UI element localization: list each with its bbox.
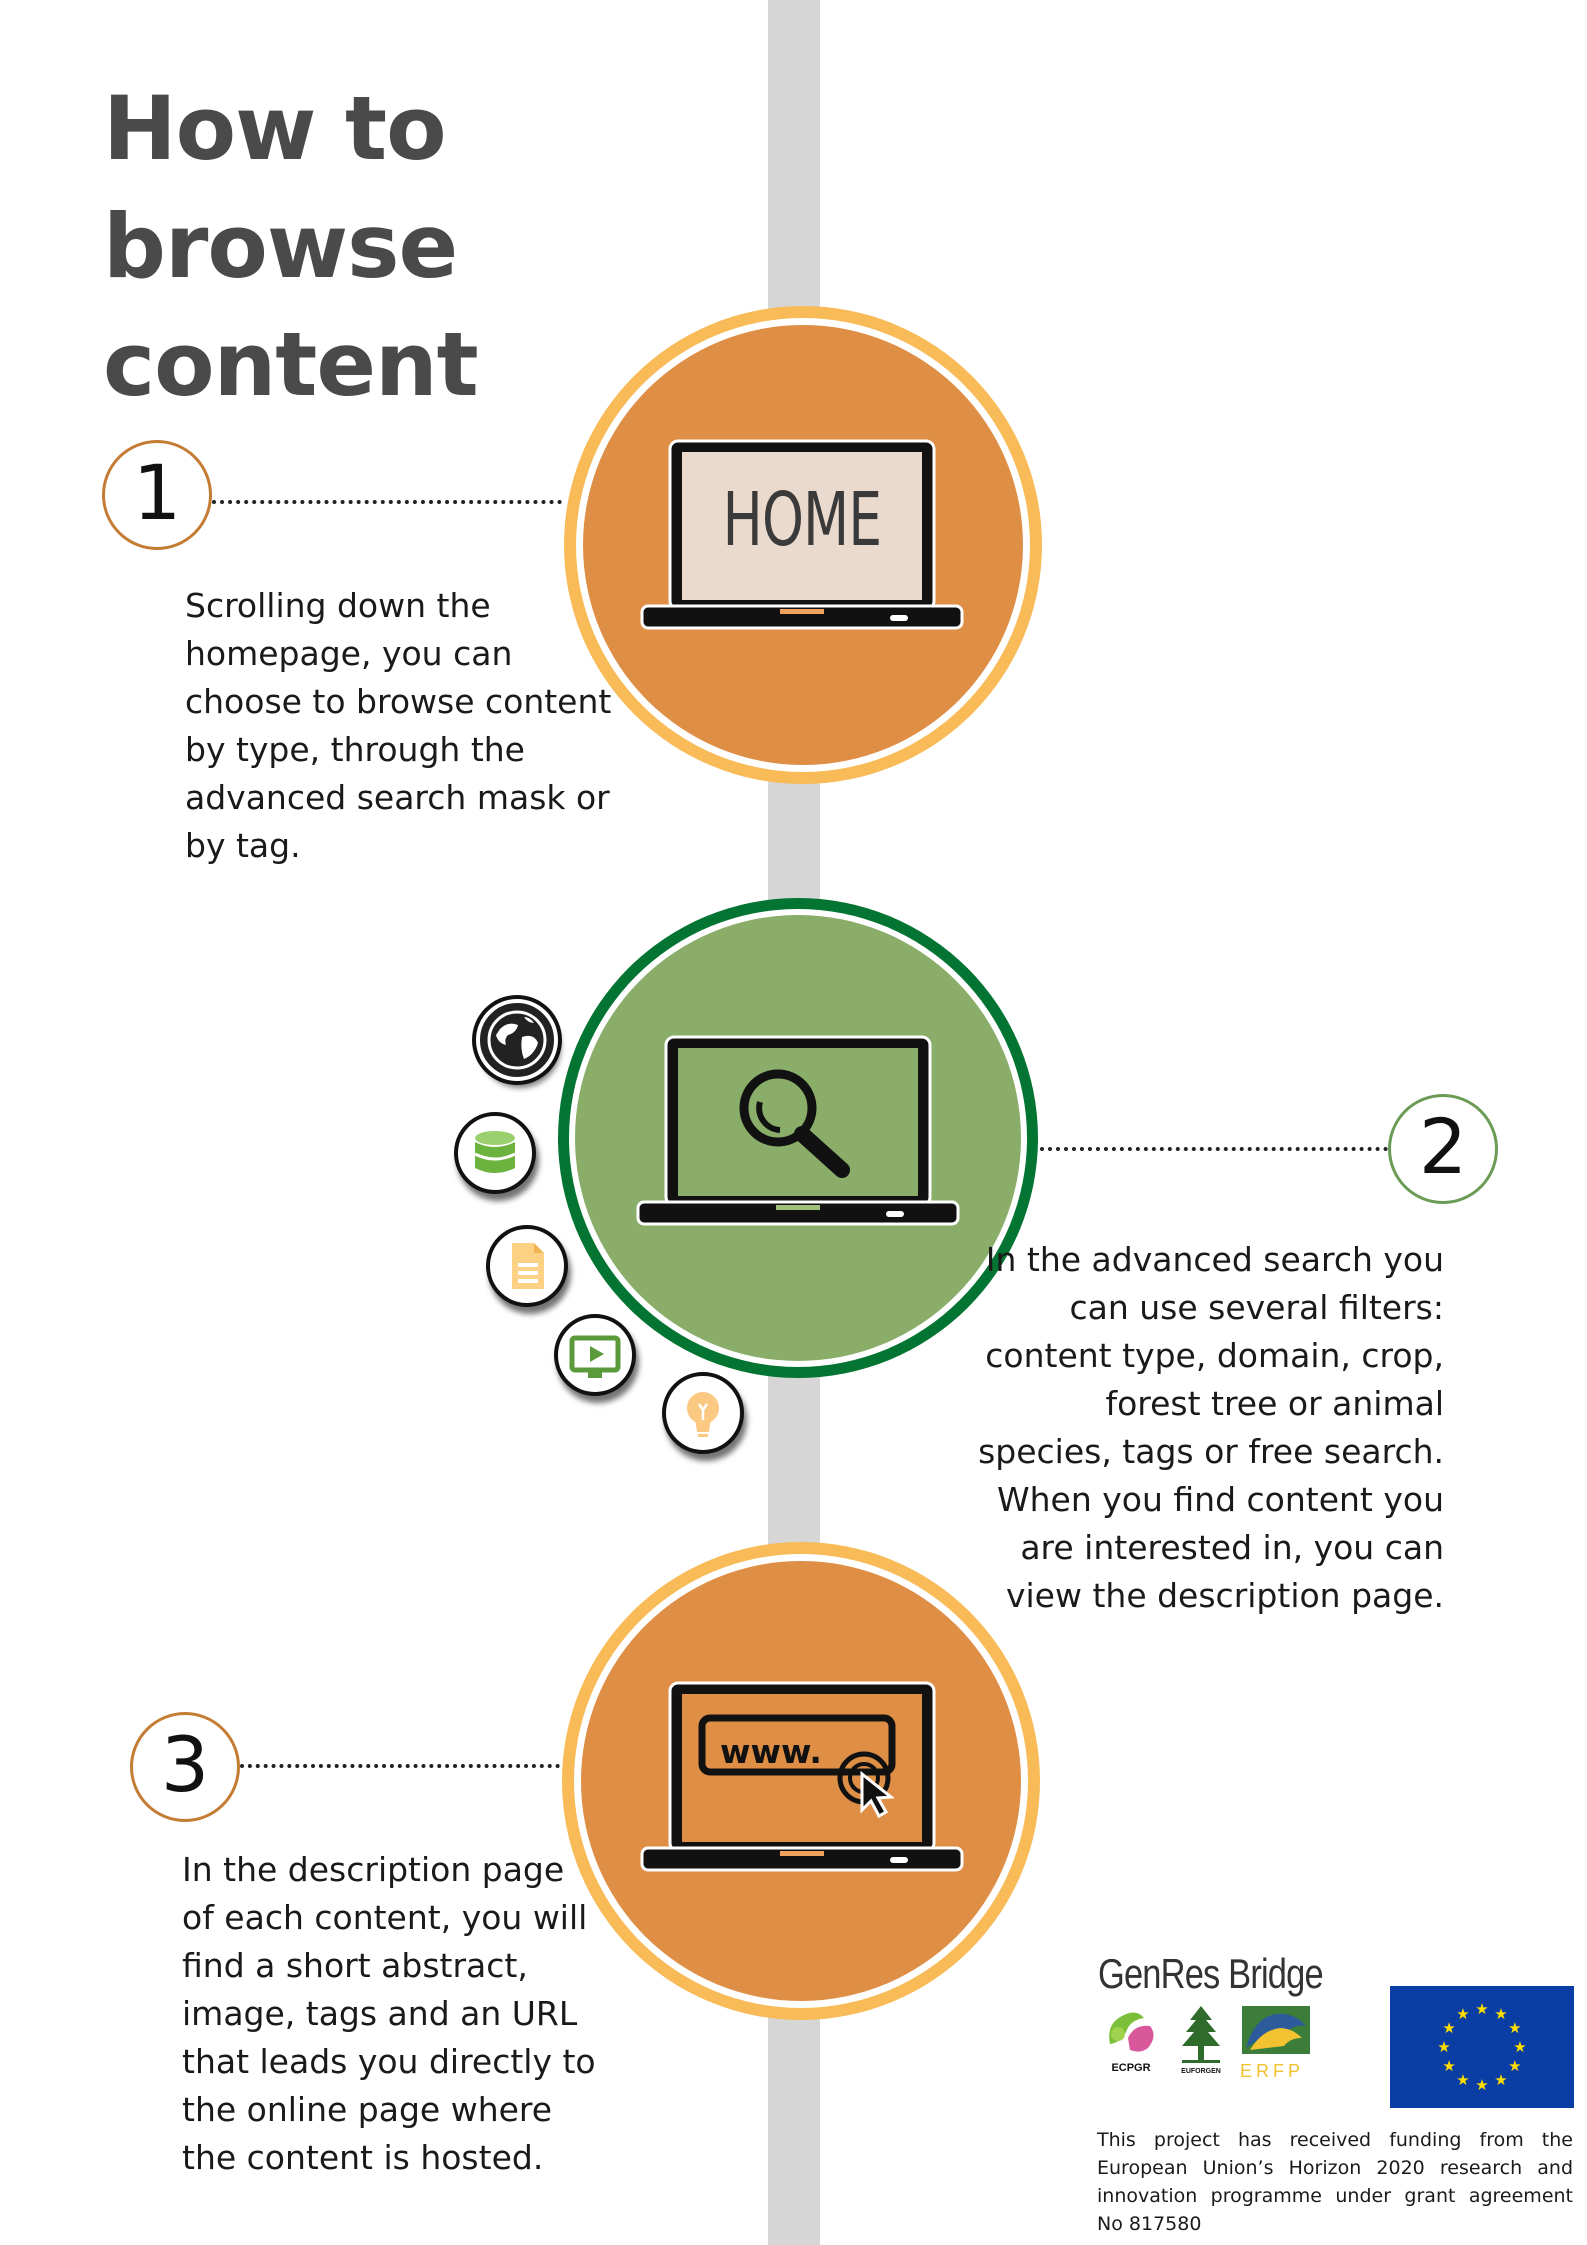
eu-star: ★ [1475, 2000, 1488, 2018]
magnifier-icon [739, 1069, 850, 1178]
database-icon [454, 1112, 536, 1194]
step-1-line: advanced search mask or [185, 778, 610, 817]
step-2-line: can use several filters: [1069, 1288, 1444, 1327]
step-1-line: Scrolling down the [185, 586, 491, 625]
step-1-number-text: 1 [132, 448, 182, 537]
step-2-line: species, tags or free search. [978, 1432, 1444, 1471]
eu-star: ★ [1437, 2038, 1450, 2056]
lightbulb-icon [662, 1372, 744, 1454]
step-1-number: 1 [102, 440, 212, 550]
erfp-logo-label: ERFP [1240, 2061, 1305, 2081]
eu-star: ★ [1442, 2019, 1455, 2037]
step-3-line: image, tags and an URL [182, 1994, 578, 2033]
eu-star: ★ [1475, 2076, 1488, 2094]
step-3-number-text: 3 [160, 1720, 210, 1809]
step-1-line: by tag. [185, 826, 301, 865]
step-2-line: are interested in, you can [1020, 1528, 1444, 1567]
step-2-line: view the description page. [1005, 1576, 1444, 1615]
eu-star: ★ [1508, 2019, 1521, 2037]
document-icon [486, 1225, 568, 1307]
funding-statement: This project has received funding from t… [1097, 2129, 1573, 2235]
eu-star: ★ [1513, 2038, 1526, 2056]
laptop-www-screen-text: www. [720, 1732, 822, 1771]
eu-star: ★ [1442, 2057, 1455, 2075]
page-title: How to browse content [103, 70, 823, 424]
step-3-line: of each content, you will [182, 1898, 588, 1937]
eu-star: ★ [1508, 2057, 1521, 2075]
euforgen-logo: EUFORGEN [1178, 2004, 1224, 2076]
step-3-number: 3 [130, 1712, 240, 1822]
step-3-circle [562, 1542, 1040, 2020]
ecpgr-logo-label: ECPGR [1111, 2062, 1151, 2074]
eu-star: ★ [1456, 2005, 1469, 2023]
page-title-line-2: content [103, 313, 479, 416]
step-3-line: find a short abstract, [182, 1946, 528, 1985]
step-2-connector [1040, 1147, 1388, 1151]
ecpgr-logo: ECPGR [1100, 2004, 1162, 2076]
step-3-line: In the description page [182, 1850, 565, 1889]
step-3-line: that leads you directly to [182, 2042, 596, 2081]
genres-bridge-logo-text: GenRes Bridge [1098, 1950, 1324, 1997]
step-2-line: forest tree or animal [1105, 1384, 1444, 1423]
step-1-line: homepage, you can [185, 634, 513, 673]
step-2-line: In the advanced search you [985, 1240, 1444, 1279]
eu-star: ★ [1494, 2071, 1507, 2089]
step-2-text: In the advanced search you can use sever… [964, 1236, 1444, 1620]
euforgen-logo-label: EUFORGEN [1181, 2068, 1221, 2075]
step-2-line: When you find content you [997, 1480, 1444, 1519]
eu-star: ★ [1494, 2005, 1507, 2023]
step-1-connector [212, 500, 562, 504]
eu-flag-icon: ★★★★★★★★★★★★ [1390, 1986, 1574, 2108]
video-icon [554, 1314, 636, 1396]
step-2-number-text: 2 [1418, 1102, 1468, 1191]
laptop-www-icon [640, 1681, 964, 1872]
laptop-home-screen-text: HOME [722, 477, 882, 563]
step-3-line: the online page where [182, 2090, 553, 2129]
eu-star: ★ [1456, 2071, 1469, 2089]
step-2-line: content type, domain, crop, [985, 1336, 1444, 1375]
step-2-number: 2 [1388, 1094, 1498, 1204]
step-3-connector [240, 1764, 560, 1768]
erfp-logo: ERFP [1240, 2004, 1312, 2081]
step-3-line: the content is hosted. [182, 2138, 544, 2177]
page-title-line-1: How to browse [103, 77, 458, 298]
step-1-line: by type, through the [185, 730, 525, 769]
step-3-text: In the description page of each content,… [182, 1846, 622, 2182]
step-1-text: Scrolling down the homepage, you can cho… [185, 582, 625, 870]
globe-icon [476, 999, 558, 1081]
laptop-home-icon [640, 439, 964, 630]
step-1-line: choose to browse content [185, 682, 612, 721]
laptop-search-icon [636, 1035, 960, 1226]
